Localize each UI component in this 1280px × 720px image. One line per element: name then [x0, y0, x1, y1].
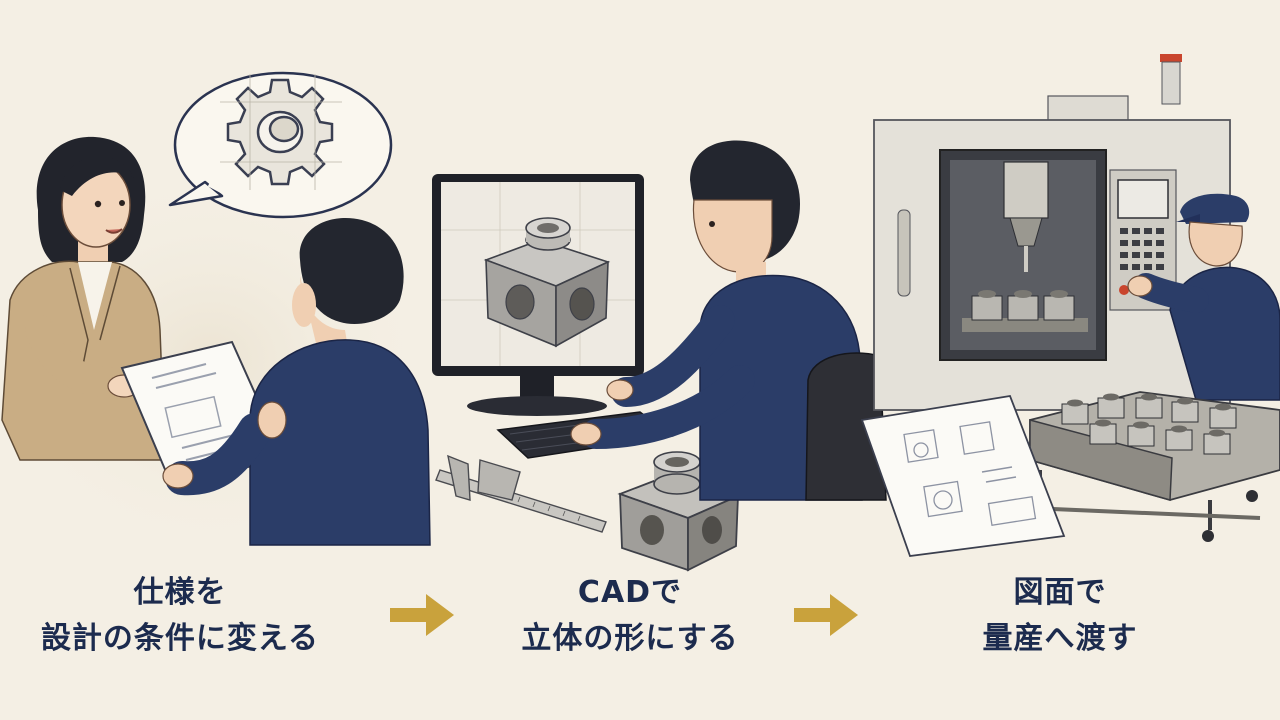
- step-3-line-2: 量産へ渡す: [982, 621, 1138, 656]
- step-1-caption: 仕様を 設計の条件に変える: [0, 570, 360, 662]
- step-3-caption: 図面で 量産へ渡す: [880, 570, 1240, 662]
- woman-designer: [1, 136, 166, 461]
- cnc-machine: [873, 54, 1231, 411]
- gear-icon: [220, 74, 342, 190]
- step-2-caption: CADで 立体の形にする: [450, 570, 810, 662]
- speech-bubble: [168, 71, 393, 219]
- step-1-line-1: 仕様を: [133, 575, 227, 610]
- parts-cart: [1029, 391, 1280, 542]
- scene-spec-handover: [0, 71, 440, 560]
- man-engineer: [162, 217, 431, 546]
- machined-part: [617, 451, 741, 572]
- cad-monitor: [432, 174, 644, 416]
- step-2-line-2: 立体の形にする: [521, 621, 739, 656]
- machine-operator: [1127, 193, 1280, 401]
- step-1-line-2: 設計の条件に変える: [40, 621, 320, 656]
- step-3-line-1: 図面で: [1013, 575, 1107, 610]
- step-2-line-1: CADで: [577, 575, 683, 610]
- scene-cad-modeling: [432, 140, 887, 572]
- arrow-right-icon: [794, 594, 858, 636]
- caliper: [435, 454, 607, 533]
- arrow-right-icon: [390, 594, 454, 636]
- man-cad-operator: [570, 140, 887, 501]
- technical-drawing: [860, 394, 1066, 557]
- cad-model-part: [483, 217, 611, 348]
- scene-mass-production: [860, 54, 1280, 557]
